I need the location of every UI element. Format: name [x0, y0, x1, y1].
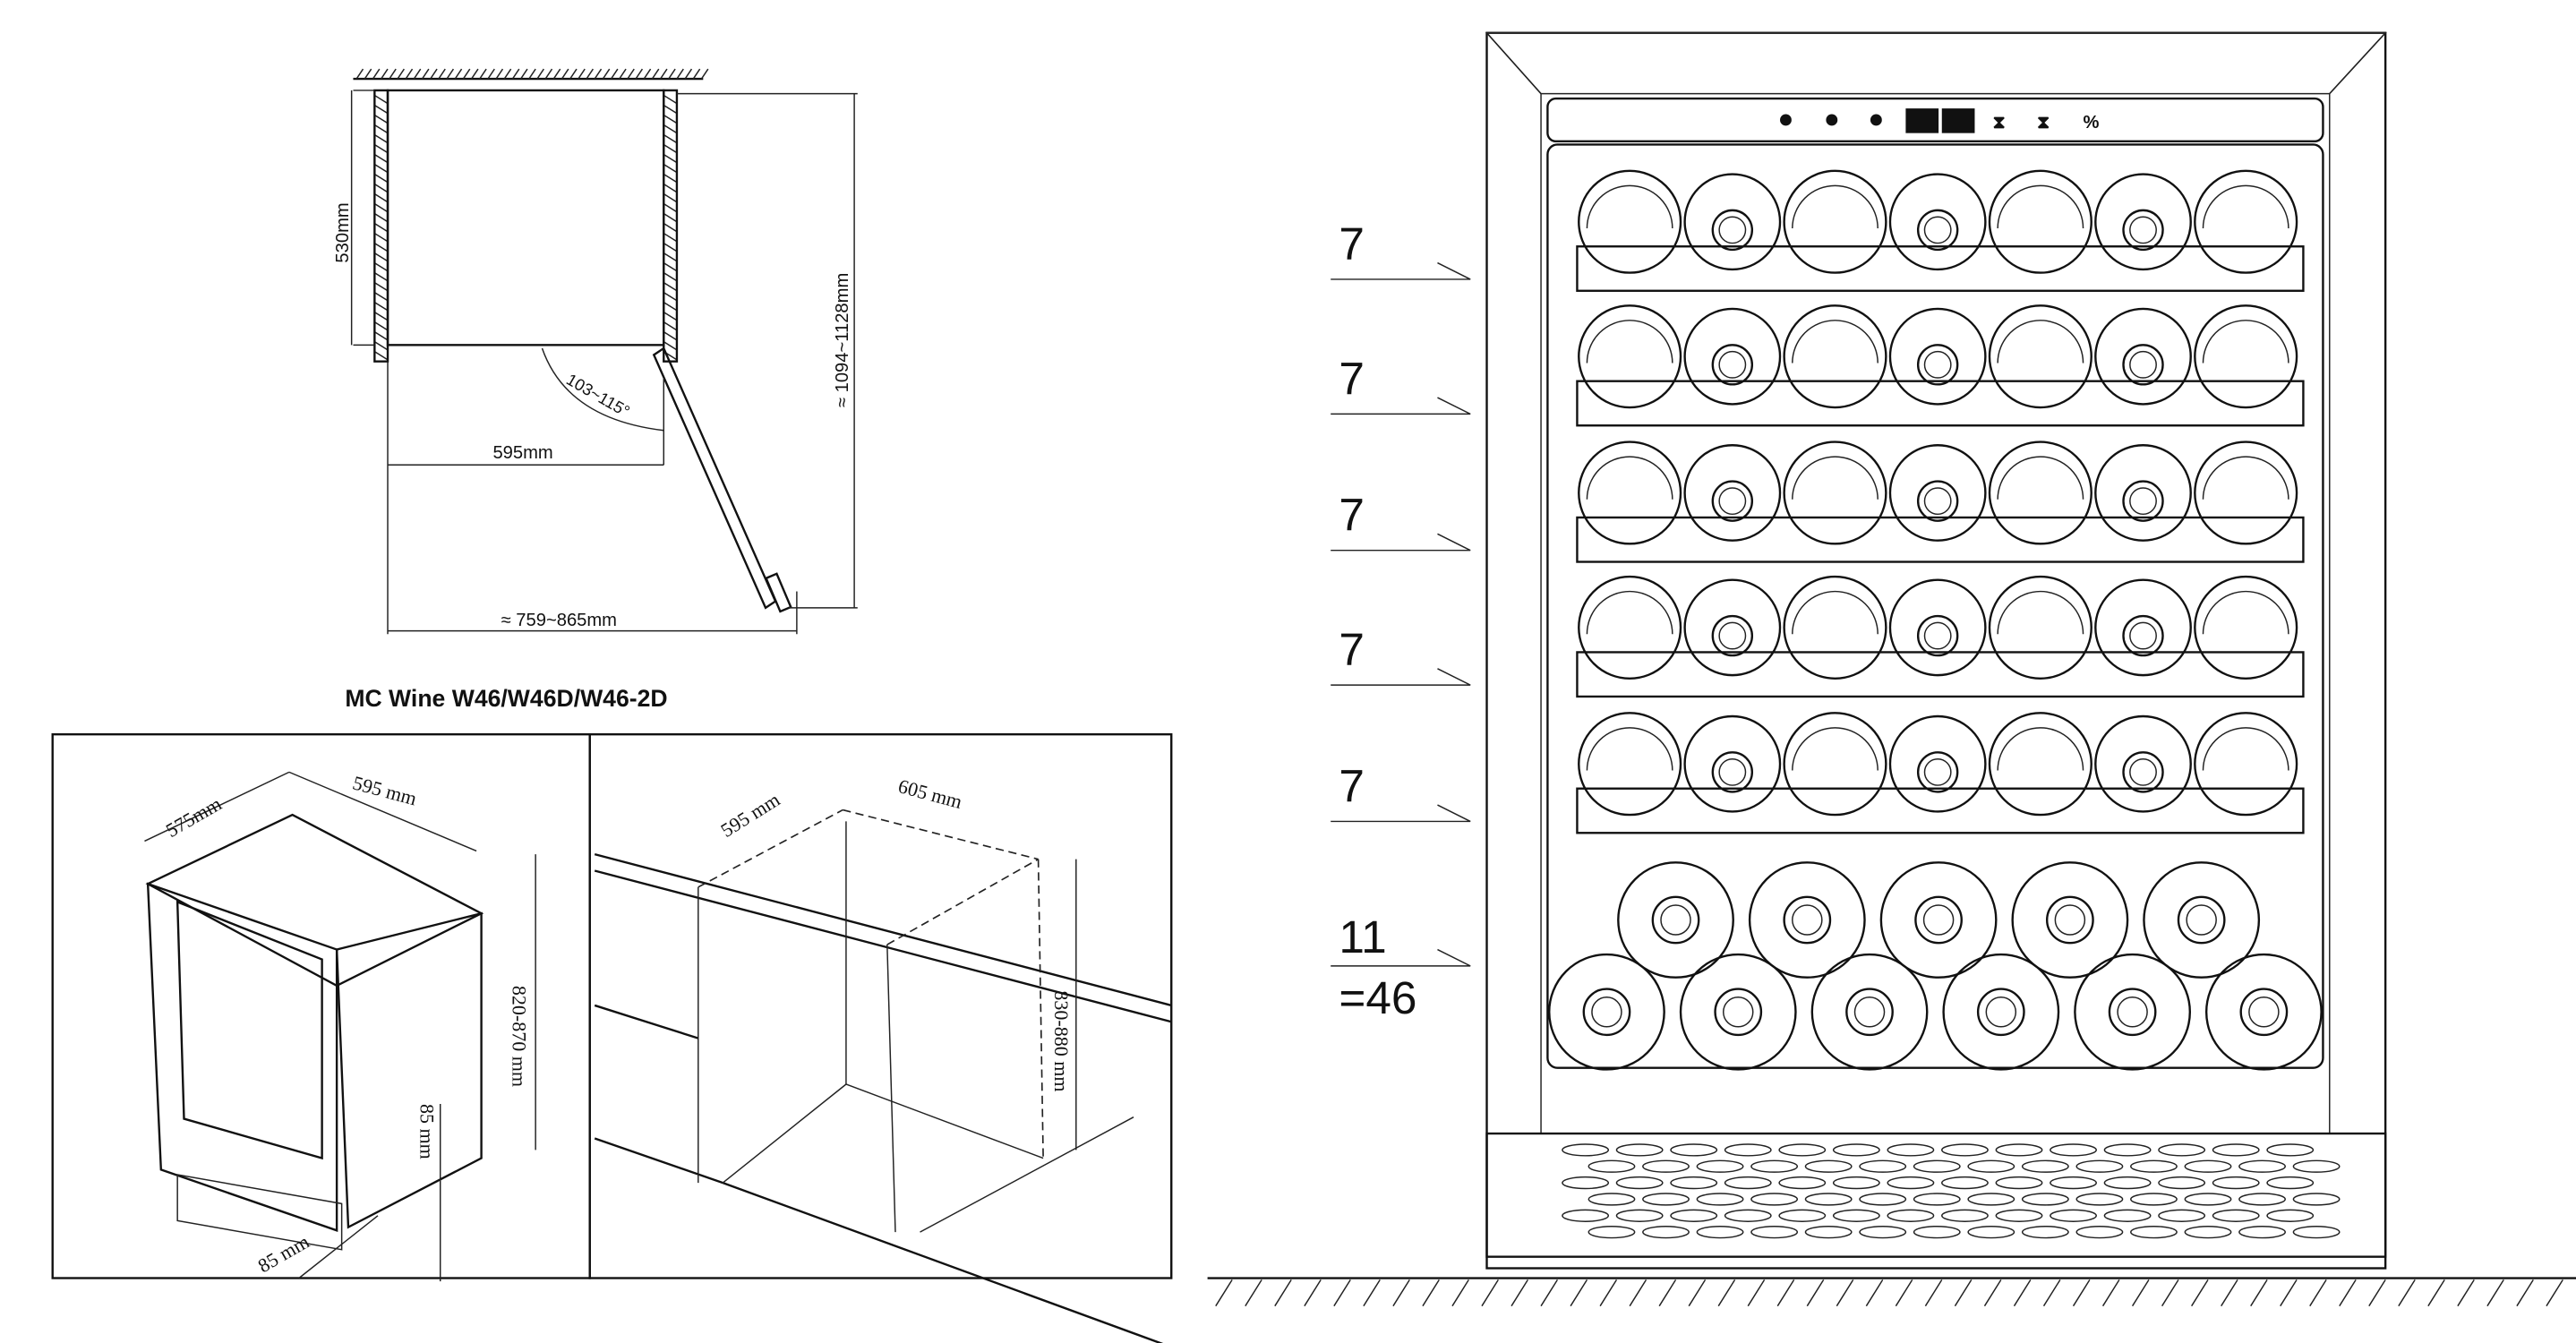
bottle [1683, 173, 1782, 271]
bottle [1578, 441, 1682, 545]
bottle [2094, 714, 2192, 813]
bottle [1683, 307, 1782, 406]
bottle [1810, 953, 1929, 1071]
bottle [2094, 444, 2192, 542]
bottle [2194, 712, 2298, 817]
bottle [1783, 575, 1887, 680]
plan-open-depth-label: ≈ 1094~1128mm [833, 273, 852, 407]
shelf-count-label: 7 [1339, 489, 1365, 541]
bottle [1879, 861, 1998, 979]
shelf[interactable] [1576, 245, 2305, 292]
bottle [2194, 441, 2298, 545]
shelf-count-label: 7 [1339, 623, 1365, 675]
niche-height-label: 830-880 mm [1050, 990, 1073, 1091]
bottle [2194, 169, 2298, 274]
plinth-height-label: 85 mm [416, 1104, 439, 1159]
bottle [2094, 578, 2192, 677]
bottle [1548, 953, 1665, 1071]
bottle [1888, 714, 1987, 813]
bottle [2143, 861, 2261, 979]
bottle [2194, 575, 2298, 680]
bottle [2074, 953, 2192, 1071]
bottle [1888, 173, 1987, 271]
temp-down-icon[interactable]: ⧗ [2037, 113, 2050, 133]
bottle [2204, 953, 2323, 1071]
bottle [1679, 953, 1797, 1071]
bottle [2094, 307, 2192, 406]
bottom-count-label: 11 [1339, 911, 1386, 962]
appliance-iso-drawing [144, 771, 536, 1282]
bottle [1578, 169, 1682, 274]
bottle [1683, 714, 1782, 813]
temperature-display [1905, 108, 1939, 133]
bottle [1988, 169, 2092, 274]
model-title: MC Wine W46/W46D/W46-2D [345, 685, 667, 712]
niche-depth-label: 605 mm [896, 774, 965, 813]
bottle [1783, 169, 1887, 274]
bottle [1748, 861, 1866, 979]
plan-view: 530mm 595mm 103~115° ≈ 759~865mm ≈ 1094~… [333, 68, 858, 635]
shelf[interactable] [1576, 516, 2305, 563]
bottle [1683, 444, 1782, 542]
temperature-display [1941, 108, 1975, 133]
niche-iso-drawing [594, 808, 1172, 1343]
bottle [1578, 575, 1682, 680]
bottle [1783, 712, 1887, 817]
bottle [1988, 575, 2092, 680]
fan-icon[interactable] [1870, 114, 1882, 126]
bottle [1888, 578, 1987, 677]
temp-up-icon[interactable]: ⧗ [1993, 113, 2006, 133]
bottle [1617, 861, 1734, 979]
bottle [1988, 304, 2092, 409]
bottle [2094, 173, 2192, 271]
plan-open-width-label: ≈ 759~865mm [501, 611, 617, 630]
bottle [1578, 712, 1682, 817]
shelf-count-label: 7 [1339, 759, 1365, 811]
light-icon[interactable] [1780, 114, 1792, 126]
niche-width-label: 595 mm [716, 788, 783, 842]
percent-icon[interactable]: % [2084, 113, 2100, 133]
bottle [1683, 578, 1782, 677]
bottle [1988, 712, 2092, 817]
shelf-count-label: 7 [1339, 352, 1365, 404]
appliance-height-label: 820-870 mm [508, 986, 530, 1087]
plan-depth-label: 530mm [333, 202, 353, 262]
control-panel: ⧗ ⧗% [1780, 108, 2100, 133]
shelf[interactable] [1576, 787, 2305, 834]
bottle [1783, 441, 1887, 545]
bottle [1988, 441, 2092, 545]
bottle [1578, 304, 1682, 409]
shelf[interactable] [1576, 651, 2305, 698]
bottle [1888, 307, 1987, 406]
bottle [1888, 444, 1987, 542]
shelf[interactable] [1576, 380, 2305, 427]
base-grille [1485, 1132, 2387, 1258]
bottle [1783, 304, 1887, 409]
power-icon[interactable] [1826, 114, 1838, 126]
shelf-count-label: 7 [1339, 218, 1365, 269]
bottle [2011, 861, 2129, 979]
bottle [2194, 304, 2298, 409]
plan-width-label: 595mm [492, 443, 552, 463]
appliance-width-label: 595 mm [350, 771, 419, 809]
bottle [1942, 953, 2060, 1071]
appliance-depth-label: 575mm [162, 792, 226, 842]
plinth-depth-label: 85 mm [254, 1230, 313, 1278]
niche-dimensions-panel [588, 732, 1173, 1279]
front-view: ⧗ ⧗% 7 7 7 7 7 11 =46 [1207, 31, 2576, 1307]
total-capacity-label: =46 [1339, 971, 1416, 1023]
